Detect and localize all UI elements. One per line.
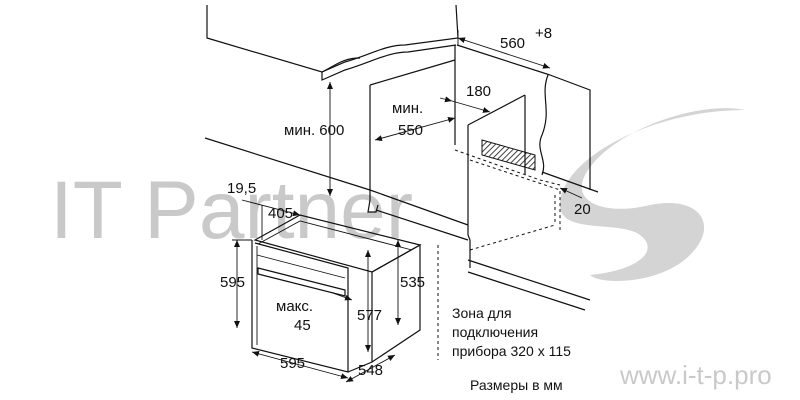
dim-min-depth-prefix: мин. [392,100,423,117]
units-note: Размеры в мм [470,377,563,393]
dim-min-depth-value: 550 [398,122,423,139]
dim-niche-width-tolerance: +8 [535,25,552,42]
dim-oven-height: 595 [220,274,245,291]
watermark-logo: IT Partner www.i-t-p.pro [50,108,772,390]
dim-vent-gap: 180 [466,83,491,100]
dim-door-depth: 405 [268,205,293,222]
dim-door-offset: 19,5 [227,180,256,197]
dim-oven-depth: 548 [358,362,383,379]
dim-oven-width: 595 [280,355,305,372]
dim-min-height: мин. 600 [284,122,344,139]
notes: Зона для подключения прибора 320 x 115 Р… [452,305,571,393]
connection-note-line3: прибора 320 x 115 [452,343,571,359]
cabinet-outline [204,4,599,360]
dim-niche-height: 535 [400,274,425,291]
connection-note-line2: подключения [452,324,538,340]
vent-opening [481,139,536,171]
connection-note-line1: Зона для [452,305,512,321]
dim-rear-gap: 20 [574,201,591,218]
dimension-lines [232,30,583,383]
watermark-brand: IT Partner [50,165,413,256]
watermark-swoosh-icon [560,108,745,281]
dimension-labels: 560 +8 мин. 600 мин. 550 180 20 19,5 405… [220,25,591,379]
watermark-url: www.i-t-p.pro [619,360,772,390]
dim-body-height: 577 [357,307,382,324]
dim-niche-width: 560 [500,35,525,52]
dim-max-label: макс. [276,298,313,315]
dim-max-value: 45 [294,317,311,334]
